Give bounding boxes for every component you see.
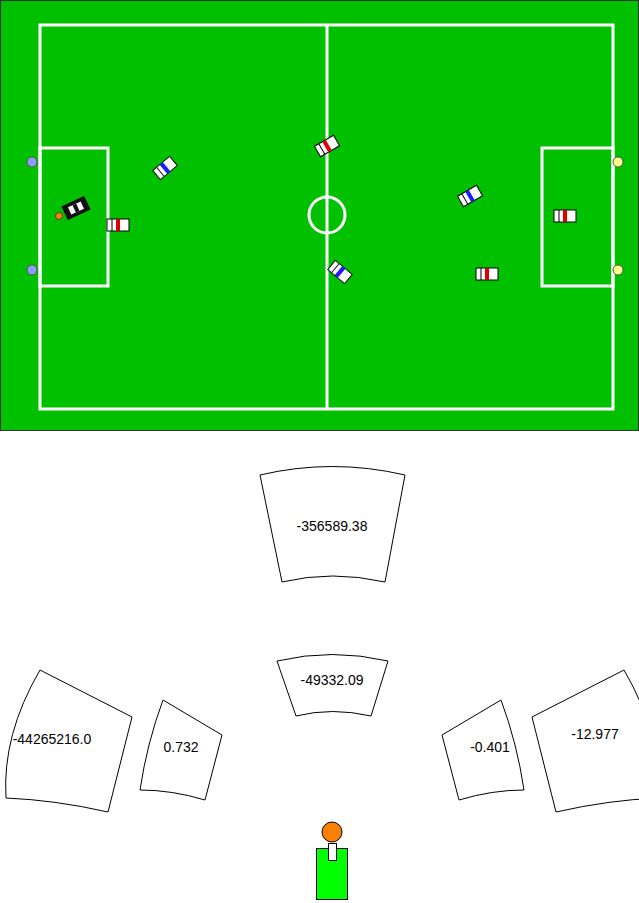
value-text: -49332.09 (300, 673, 363, 688)
sector-box: -12.977 (527, 665, 639, 815)
sector-box: -0.401 (437, 695, 529, 805)
value-text: -44265216.0 (13, 732, 92, 747)
sector-box: -44265216.0 (0, 665, 137, 815)
sector-box: -49332.09 (272, 650, 393, 720)
text-holder: -12.977 (569, 726, 620, 743)
text-holder: -356589.38 (295, 518, 370, 535)
sector-box: -356589.38 (255, 460, 410, 595)
sector-box: 0.732 (135, 695, 227, 805)
text-holder: 0.732 (161, 739, 200, 756)
sector-shape (260, 467, 405, 583)
sector-shape (532, 670, 639, 812)
sector-shape (6, 670, 132, 812)
text-holder: -0.401 (468, 739, 512, 756)
value-text: -12.977 (571, 727, 618, 742)
sector-shape (277, 655, 388, 717)
sector-shape (442, 700, 524, 800)
sector-shape (140, 700, 222, 800)
value-text: -0.401 (470, 740, 510, 755)
text-holder: -44265216.0 (11, 731, 94, 748)
value-text: -356589.38 (297, 519, 368, 534)
value-text: 0.732 (163, 740, 198, 755)
text-holder: -49332.09 (298, 672, 365, 689)
